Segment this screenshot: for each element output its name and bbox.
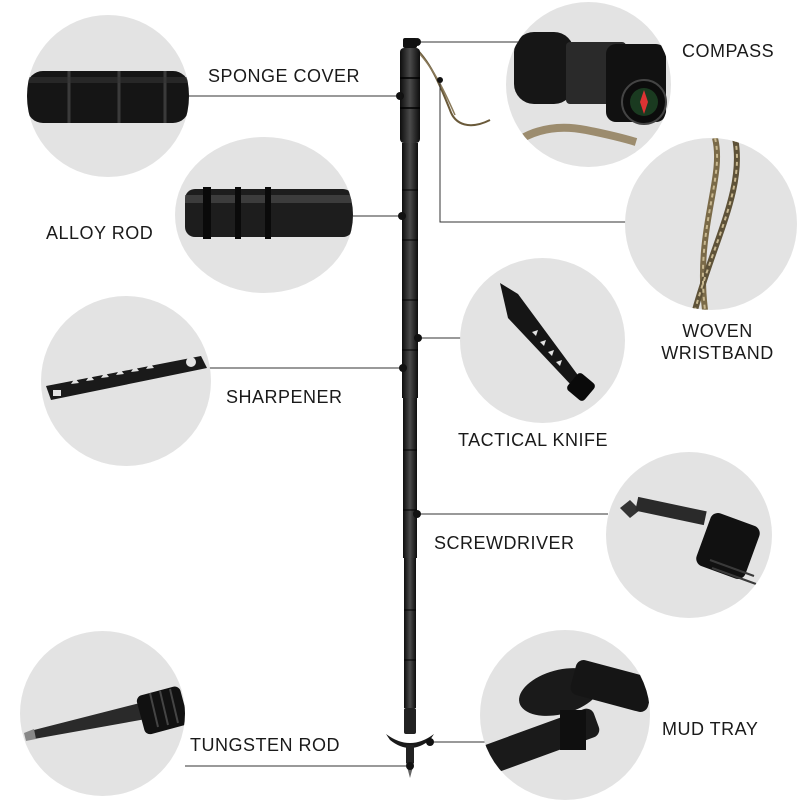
tungsten-tip-icon: [24, 686, 185, 741]
screwdriver-circle: [606, 452, 772, 618]
woven-wristband-label: WOVEN WRISTBAND: [655, 320, 780, 364]
sponge-cover-circle: [27, 15, 189, 177]
alloy-rod-circle: [175, 137, 353, 293]
alloy-rod-label: ALLOY ROD: [46, 223, 154, 243]
screwdriver-icon: [620, 496, 760, 585]
tactical-knife-circle: [460, 258, 625, 423]
alloy-rod-icon: [185, 187, 353, 239]
woven-label-line2: WRISTBAND: [661, 343, 774, 363]
compass-icon: [513, 32, 667, 146]
compass-circle: [506, 2, 671, 167]
tungsten-rod-label: TUNGSTEN ROD: [190, 735, 340, 755]
sharpener-circle: [41, 296, 211, 466]
sharpener-blade-icon: [46, 356, 207, 400]
tactical-knife-icon: [500, 283, 595, 401]
mud-tray-circle: [480, 630, 650, 800]
compass-label: COMPASS: [682, 41, 775, 61]
woven-label-line1: WOVEN: [682, 321, 753, 341]
screwdriver-label: SCREWDRIVER: [434, 533, 575, 553]
sponge-cover-label: SPONGE COVER: [208, 66, 361, 86]
sponge-grip-icon: [27, 71, 189, 123]
tactical-knife-label: TACTICAL KNIFE: [458, 430, 609, 450]
sharpener-label: SHARPENER: [226, 387, 343, 407]
mud-tray-label: MUD TRAY: [662, 719, 759, 739]
woven-cord-icon: [692, 138, 740, 310]
mud-tray-icon: [480, 660, 650, 774]
tungsten-rod-circle: [20, 631, 185, 796]
woven-wristband-circle: [625, 138, 797, 310]
